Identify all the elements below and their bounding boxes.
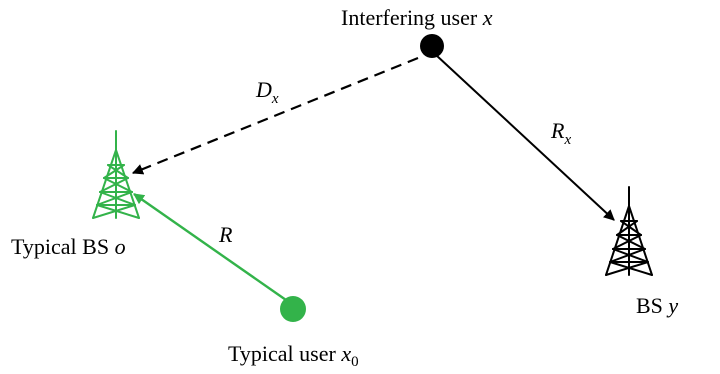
typical-bs-tower-icon: [92, 130, 140, 219]
distance-dx-label: Dx: [255, 77, 279, 107]
bs-y-tower-icon: [605, 186, 653, 276]
typical-user-node: [280, 296, 306, 322]
distance-r-label: R: [218, 222, 233, 247]
bs-y-label: BS y: [636, 293, 678, 318]
typical-user-label: Typical user x0: [228, 341, 359, 370]
interfering-user-node: [420, 34, 444, 58]
distance-rx-label: Rx: [550, 118, 571, 148]
typical-bs-label: Typical BS o: [11, 234, 126, 259]
typical-user-to-bs-link: [133, 193, 287, 301]
interferer-to-bs-link: [435, 54, 615, 221]
interference-link-dashed: [131, 56, 419, 175]
interfering-user-label: Interfering user x: [341, 5, 493, 30]
